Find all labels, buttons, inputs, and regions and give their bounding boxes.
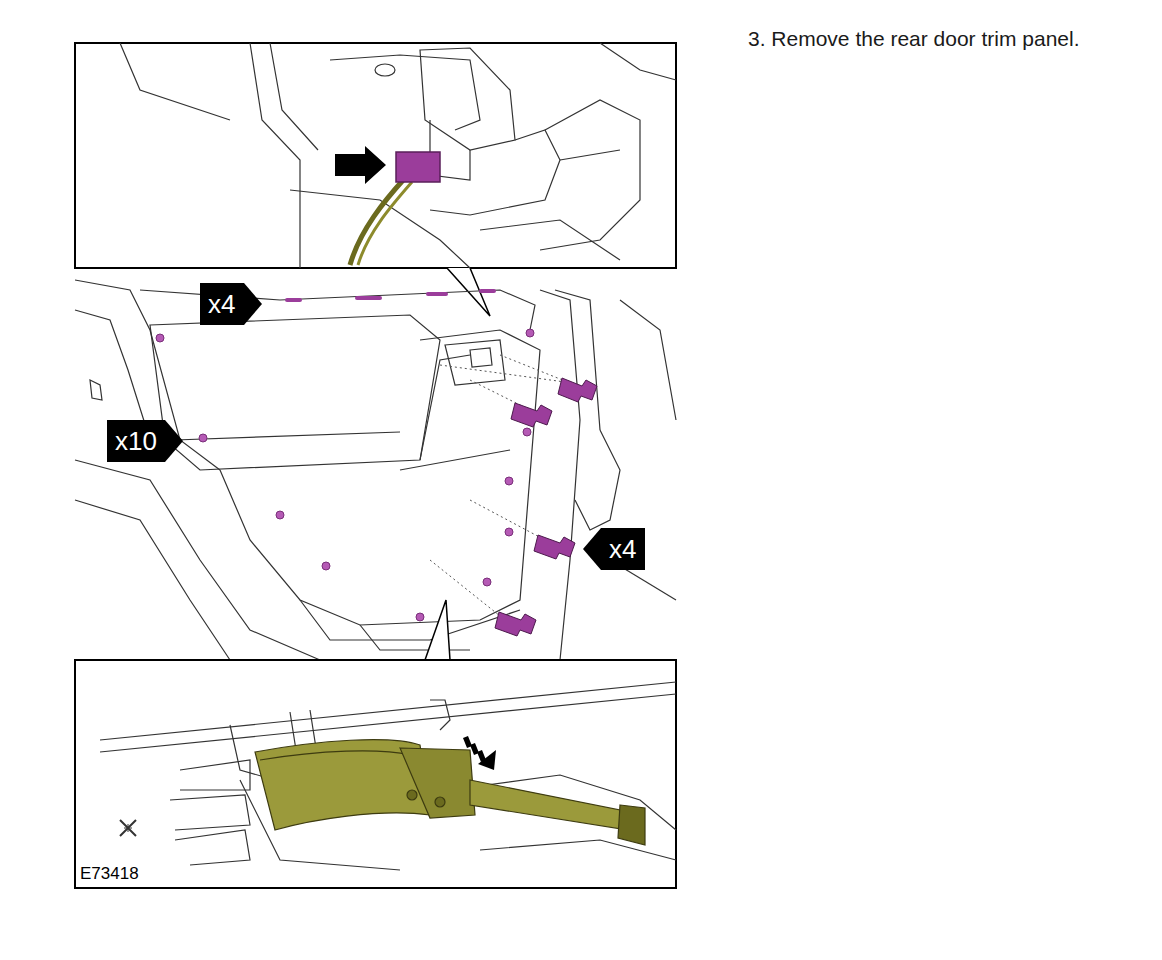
callout-wedge [425, 600, 450, 660]
figure-number: E73418 [79, 864, 140, 884]
instruction-step: 3. Remove the rear door trim panel. [748, 27, 1080, 51]
view-symbol [120, 820, 136, 836]
trim-clip-dashes [287, 291, 494, 300]
electrical-connector [396, 152, 440, 182]
pointer-arrow [335, 146, 386, 184]
door-panel [75, 280, 676, 660]
screws [495, 378, 597, 636]
screw-guide-lines [430, 355, 575, 620]
callout-arrow: x4 [200, 283, 262, 325]
callout-count: x4 [208, 283, 235, 325]
callout-arrow: x4 [583, 528, 645, 570]
callout-count: x4 [609, 528, 636, 570]
motion-arrow [463, 736, 496, 770]
callout-count: x10 [115, 420, 157, 462]
bottom-inset [75, 660, 676, 888]
wire [358, 182, 412, 265]
wire [350, 178, 405, 265]
callout-arrow: x10 [107, 420, 183, 462]
trim-clips [156, 329, 534, 621]
door-handle-cable [255, 740, 645, 845]
top-inset [75, 43, 676, 268]
